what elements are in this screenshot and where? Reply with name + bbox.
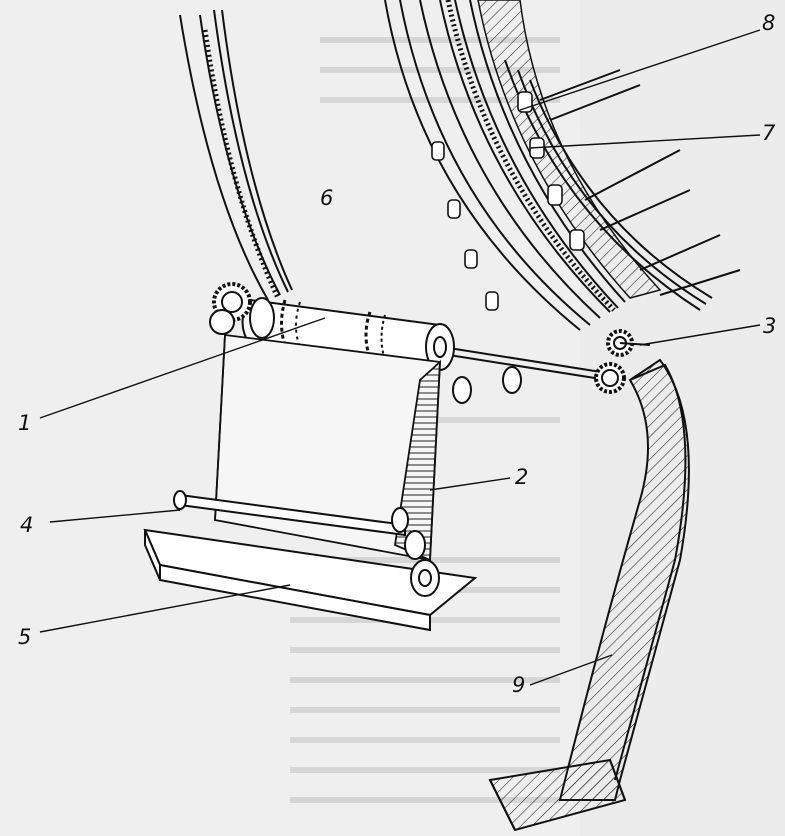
drive-shaft [429,329,651,394]
label-1: 1 [18,411,31,435]
guide-rollers [431,91,585,311]
squeegee-bar-4 [173,366,522,560]
bottom-tray-5 [143,528,478,632]
leader-lines [39,29,761,686]
label-2: 2 [515,465,528,489]
fabric-web-2 [214,333,442,562]
support-arm-9 [488,358,690,832]
label-7: 7 [762,121,776,145]
label-8: 8 [762,11,775,35]
label-6: 6 [320,186,333,210]
label-5: 5 [18,625,31,649]
large-drum-8 [384,0,662,331]
label-9: 9 [512,673,525,697]
label-3: 3 [763,314,776,338]
drum-frame-6 [179,9,293,301]
label-4: 4 [20,513,33,537]
